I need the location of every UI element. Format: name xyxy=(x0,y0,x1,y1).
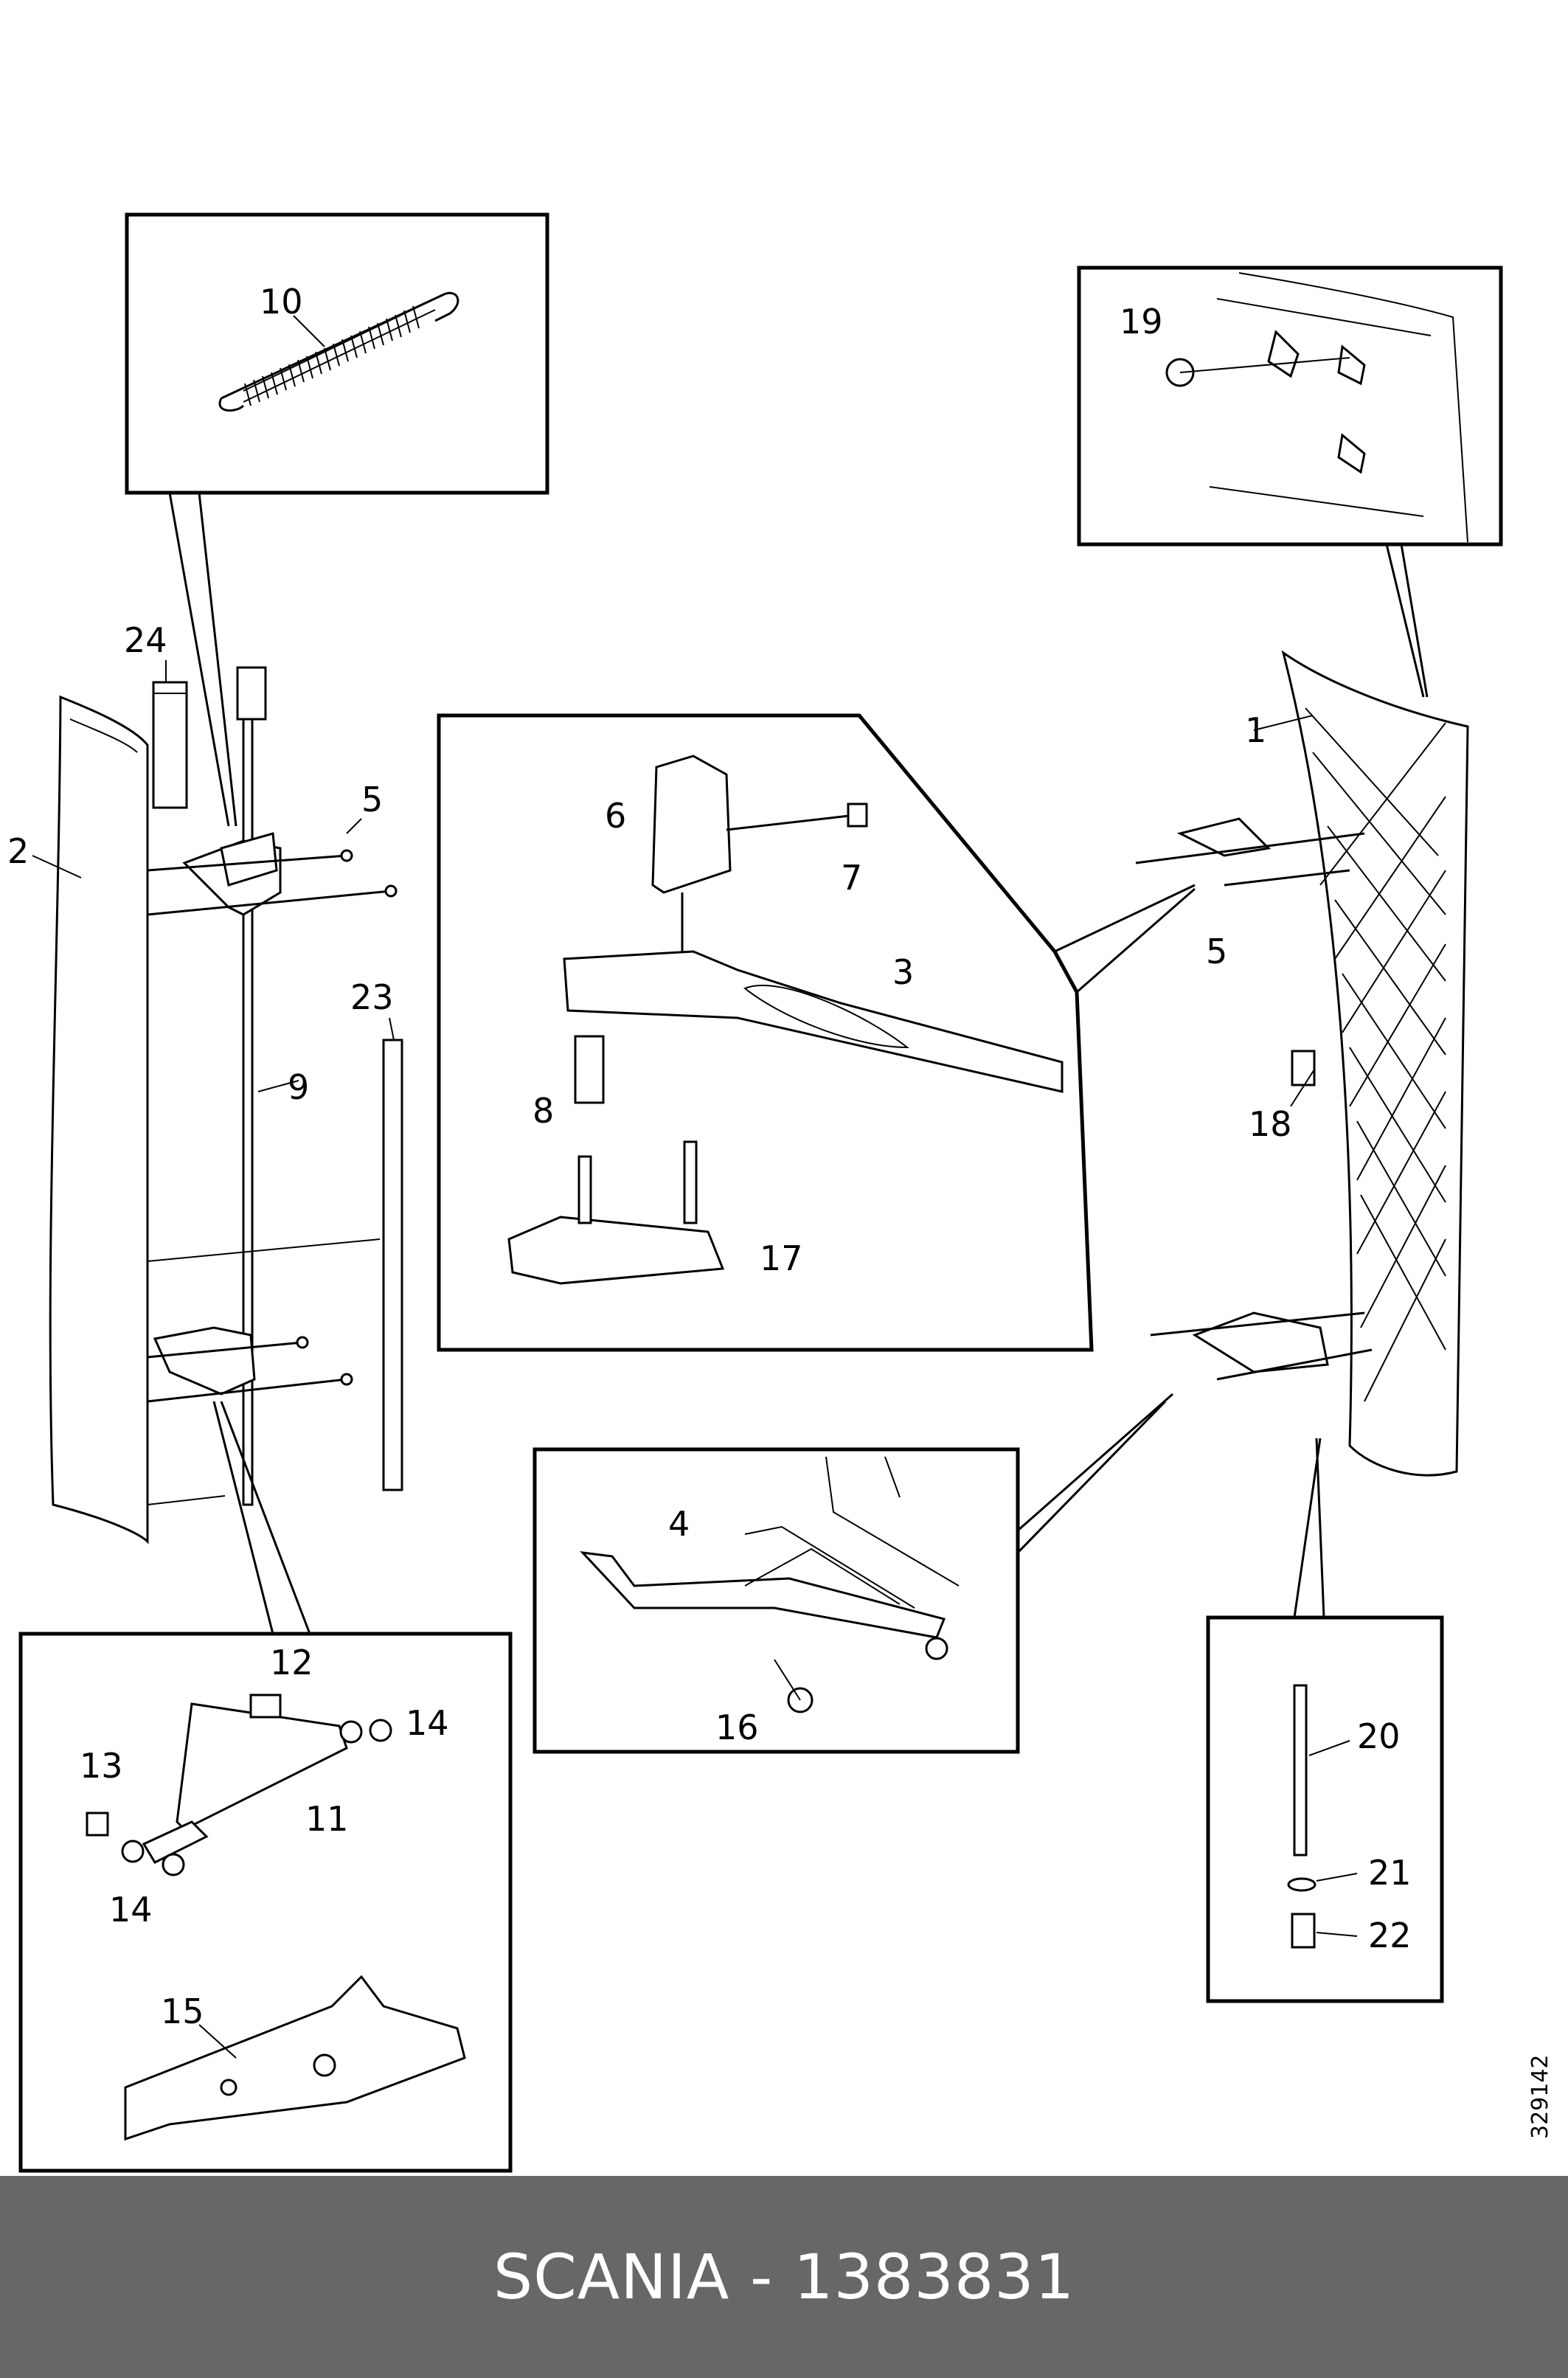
footer-bar: SCANIA - 1383831 xyxy=(0,2176,1568,2378)
callout-16: 16 xyxy=(715,1708,759,1747)
callout-23: 23 xyxy=(350,977,394,1017)
callout-6: 6 xyxy=(605,796,626,836)
callout-24: 24 xyxy=(124,620,167,660)
callout-9: 9 xyxy=(288,1067,309,1107)
callout-22: 22 xyxy=(1368,1916,1412,1955)
left-side-panel: 2 xyxy=(7,695,381,1545)
callout-1: 1 xyxy=(1245,710,1266,750)
callout-10: 10 xyxy=(260,282,303,322)
callout-11: 11 xyxy=(305,1799,349,1839)
callout-17: 17 xyxy=(760,1238,803,1278)
drawing-id: 329142 xyxy=(1527,2054,1553,2139)
callout-18: 18 xyxy=(1249,1104,1292,1144)
exploded-parts-diagram: 10 2 24 9 5 xyxy=(7,212,1553,2173)
detail-box-gas-strut: 12 14 13 11 14 15 xyxy=(18,1632,513,2173)
callout-15: 15 xyxy=(161,1992,204,2031)
callout-4: 4 xyxy=(668,1504,690,1544)
callout-14: 14 xyxy=(406,1703,449,1743)
callout-19: 19 xyxy=(1120,302,1163,342)
callout-5b: 5 xyxy=(1206,932,1227,971)
detail-box-pin-bolt: 20 21 22 xyxy=(1206,1615,1444,2003)
footer-title: SCANIA - 1383831 xyxy=(493,2241,1075,2313)
callout-21: 21 xyxy=(1368,1853,1412,1893)
detail-box-grille-clip: 19 xyxy=(1077,266,1503,547)
bar-23: 23 xyxy=(350,977,403,1491)
callout-12: 12 xyxy=(270,1643,313,1682)
callout-14b: 14 xyxy=(109,1890,153,1930)
callout-5: 5 xyxy=(361,780,383,819)
detail-box-spring: 10 xyxy=(125,212,549,495)
detail-box-hinge-bracket: 6 7 3 8 17 xyxy=(437,713,1094,1352)
strip-24: 24 xyxy=(124,620,188,809)
hinge-rod-assembly: 9 5 xyxy=(147,666,398,1506)
callout-13: 13 xyxy=(80,1746,123,1786)
callout-20: 20 xyxy=(1357,1716,1401,1756)
callout-2: 2 xyxy=(7,831,29,871)
callout-3: 3 xyxy=(892,952,914,992)
callout-8: 8 xyxy=(533,1091,554,1131)
detail-box-lower-hinge: 4 16 xyxy=(533,1447,1020,1754)
callout-7: 7 xyxy=(841,858,862,898)
right-grille: 1 5 18 xyxy=(1135,650,1469,1477)
